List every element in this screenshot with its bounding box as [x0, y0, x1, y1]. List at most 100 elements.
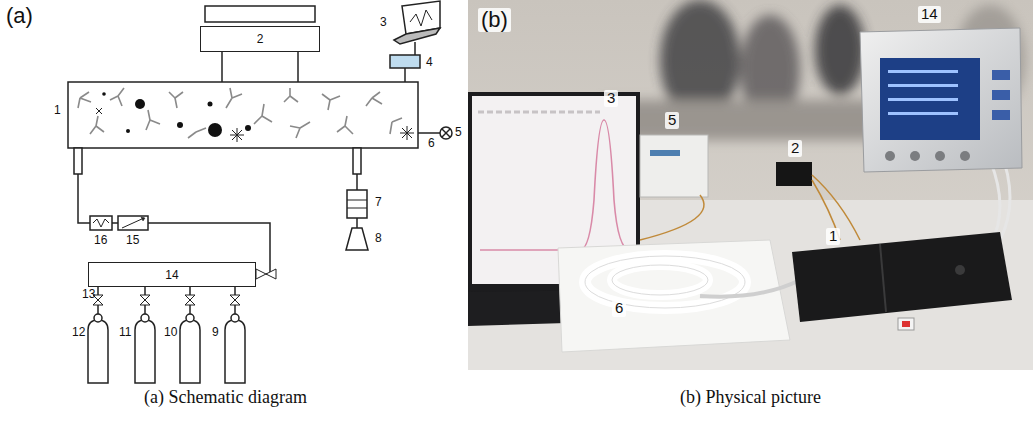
callout-number: 2 [788, 140, 802, 157]
pipe [356, 174, 358, 190]
fuel-particles [188, 128, 206, 138]
mixer-box: 14 [88, 262, 256, 287]
photo [992, 110, 1010, 120]
callout-number: 7 [375, 196, 382, 209]
callout-number: 8 [375, 232, 382, 245]
callout-number: 5 [665, 112, 679, 129]
outlet-tube [353, 148, 361, 174]
gas-line [98, 287, 235, 318]
photo [776, 162, 812, 186]
valve-symbol [140, 295, 150, 300]
gas-cylinder [141, 314, 149, 322]
schematic [93, 219, 109, 227]
laptop-icon [394, 28, 440, 44]
callout-number: 5 [455, 126, 462, 139]
caption: (b) Physical picture [680, 388, 821, 408]
fuel-particles [254, 104, 272, 124]
laptop-icon [394, 1, 440, 44]
soot-dots [126, 129, 130, 133]
box-label: 2 [257, 33, 264, 45]
caption: (a) Schematic diagram [144, 388, 307, 408]
callout-number: 10 [164, 326, 177, 339]
photo [992, 90, 1010, 100]
pipe [418, 132, 440, 134]
stage-box: 2 [200, 26, 320, 52]
spark-mark [400, 126, 414, 140]
data-logger [390, 55, 420, 68]
photo [468, 0, 1033, 370]
callout-number: 6 [612, 300, 626, 317]
fuel-particles [366, 92, 382, 106]
photo [888, 70, 958, 73]
valve-symbol [230, 300, 240, 305]
callout-number: 12 [72, 326, 85, 339]
gas-cylinder [180, 320, 200, 383]
photo [600, 100, 900, 140]
callout-number: 6 [428, 137, 435, 150]
soot-dots [177, 122, 183, 128]
photo [888, 112, 958, 115]
flow-meter [118, 216, 148, 230]
pipe [78, 174, 90, 223]
valve-symbol [230, 295, 240, 300]
cable [404, 68, 406, 82]
valve-symbol [256, 269, 266, 279]
photo [468, 0, 1033, 370]
photo [955, 265, 965, 275]
spark-mark [230, 128, 244, 142]
photo [612, 265, 708, 295]
photo [650, 150, 680, 156]
photo [558, 240, 790, 352]
photo [898, 318, 914, 330]
box-label: 14 [165, 269, 178, 281]
fuel-particles [337, 116, 353, 134]
valve-symbol [442, 129, 450, 137]
schematic [68, 1, 452, 383]
stage-plate [205, 6, 315, 22]
callout-number: 3 [604, 90, 618, 107]
fuel-particles [110, 88, 124, 106]
gas-cylinder [186, 314, 194, 322]
photo [885, 151, 970, 161]
filter [90, 216, 112, 230]
fuel-particles [78, 88, 402, 138]
soot-dots [102, 92, 251, 137]
photo [910, 151, 920, 161]
photo [640, 195, 704, 240]
photo [480, 120, 636, 250]
callout-number: 15 [126, 234, 139, 247]
photo [585, 256, 745, 308]
photo [792, 232, 1012, 322]
photo [992, 70, 1010, 80]
fuel-particles [90, 116, 104, 134]
callout-number: 16 [94, 234, 107, 247]
gas-cylinder [225, 320, 245, 383]
cable [414, 42, 416, 55]
soot-dots [135, 99, 145, 109]
callout-number: 4 [426, 56, 433, 69]
callout-number: 14 [918, 6, 941, 23]
soot-dots [245, 125, 251, 131]
schematic [347, 200, 367, 201]
photo [902, 321, 910, 327]
soot-dots [208, 123, 222, 137]
callout-number: 13 [82, 288, 95, 301]
stage-leg [221, 52, 223, 82]
callout-number: 3 [380, 16, 387, 29]
valve-symbol [440, 127, 452, 139]
inlet-tube [74, 148, 82, 174]
gas-cylinder [231, 314, 239, 322]
pipe [112, 222, 118, 224]
photo [860, 28, 1022, 172]
spark-mark [96, 108, 102, 114]
schematic [122, 218, 144, 228]
gas-cylinder [135, 320, 155, 383]
valve-symbol [266, 269, 276, 279]
fuel-particles [78, 92, 91, 108]
valve-symbol [185, 295, 195, 300]
stage-leg [297, 52, 299, 82]
panel-label: (b) [478, 8, 511, 32]
callout-number: 1 [54, 104, 61, 117]
